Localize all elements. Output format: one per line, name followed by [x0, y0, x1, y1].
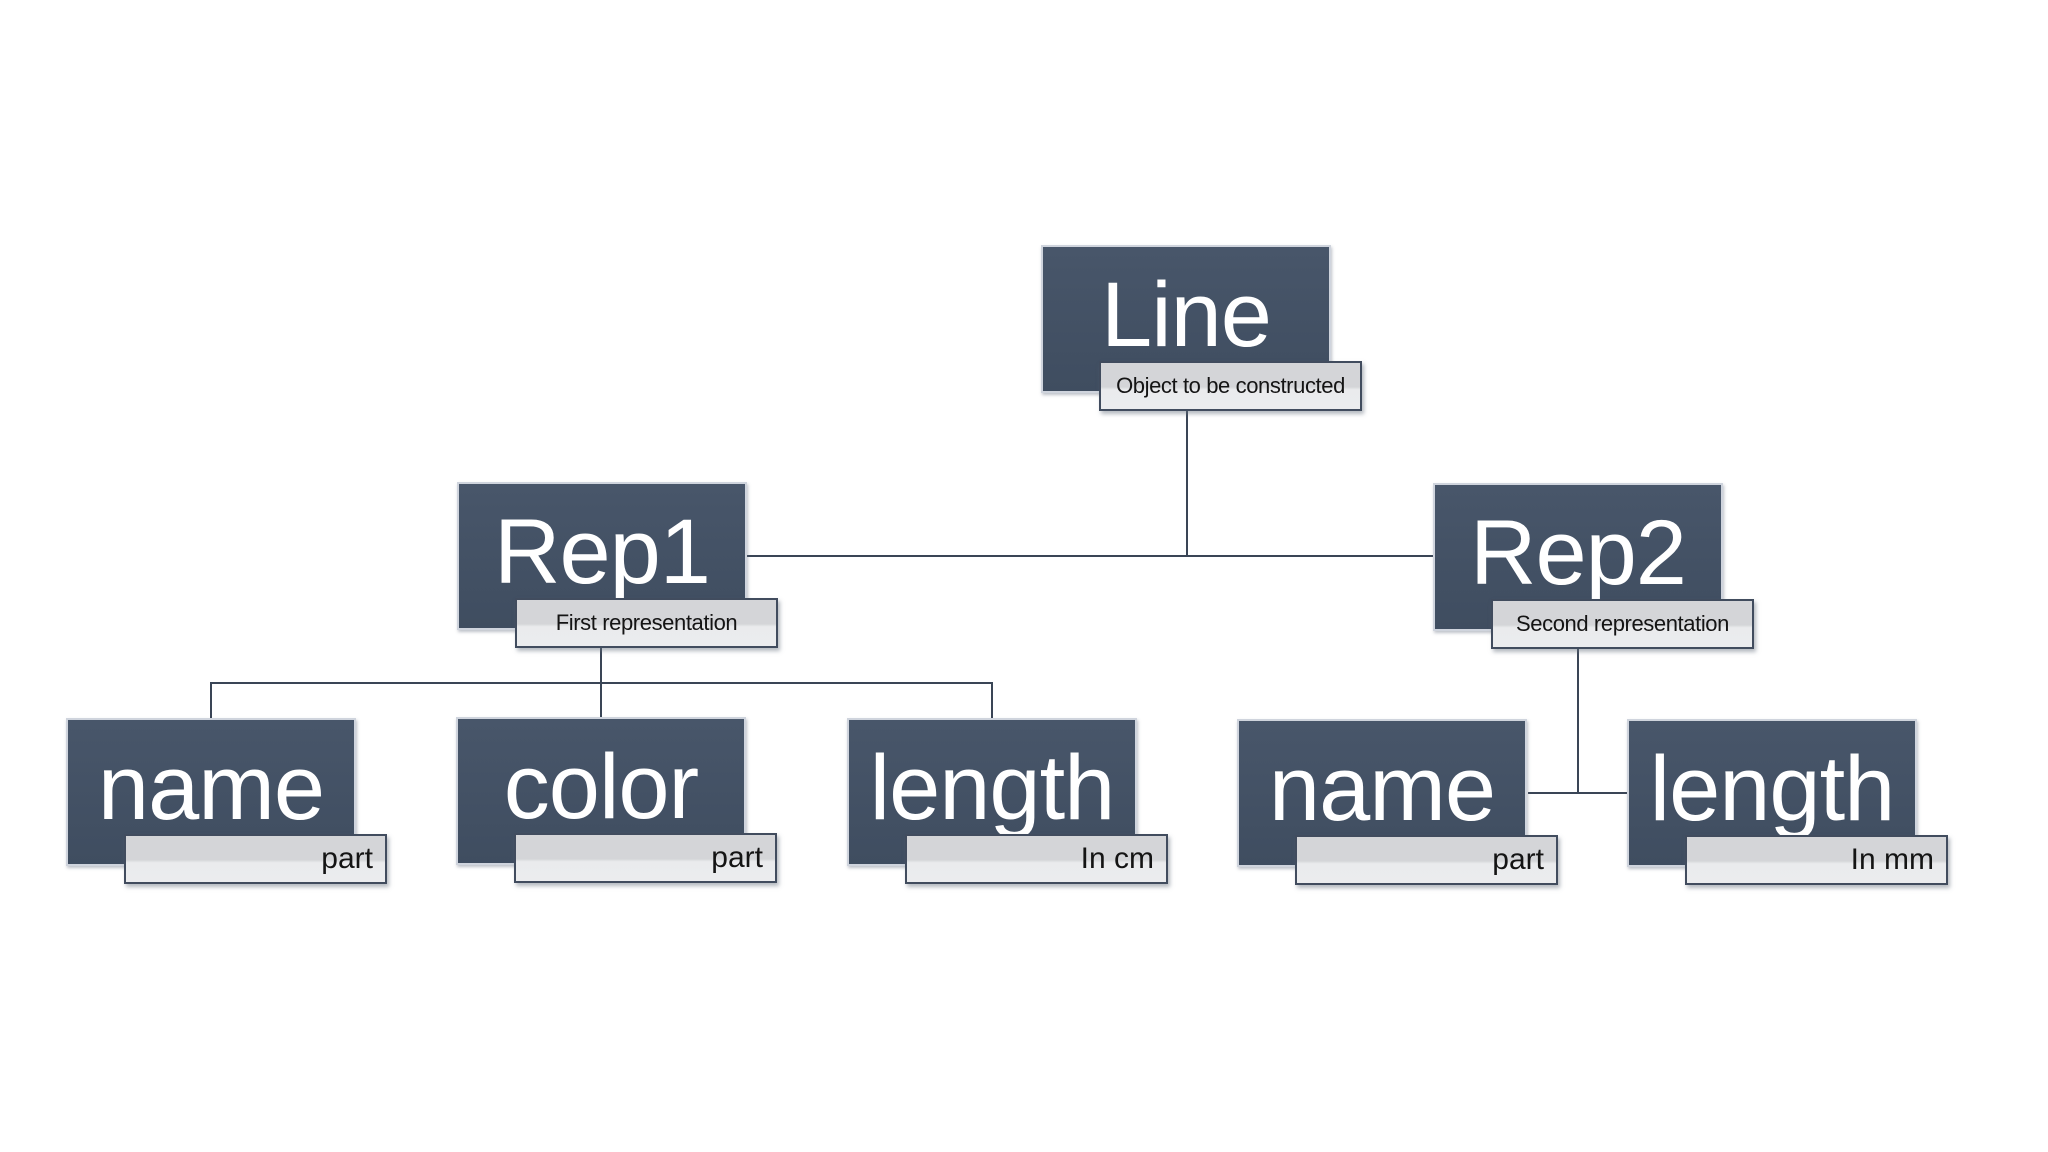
connector-rep1-stem — [600, 645, 602, 718]
connector-rep2-stem — [1577, 645, 1579, 794]
node-name-rep1-title: name — [97, 737, 325, 839]
node-name-rep1: name part — [66, 718, 387, 884]
node-rep1-title: Rep1 — [494, 501, 711, 603]
node-rep2-tag: Second representation — [1491, 599, 1754, 649]
node-name-rep2-tag: part — [1295, 835, 1558, 885]
connector-rep2-children-rail — [1528, 792, 1628, 794]
node-color-rep1-tag: part — [514, 833, 777, 883]
connector-rep1-rep2-rail — [745, 555, 1433, 557]
node-color-rep1: color part — [456, 717, 777, 883]
connector-name1-drop — [210, 682, 212, 718]
node-length-rep1-tag: In cm — [905, 834, 1168, 884]
connector-rep1-children-rail — [210, 682, 993, 684]
node-rep1: Rep1 First representation — [457, 482, 778, 648]
node-length-rep2: length In mm — [1627, 719, 1948, 885]
node-rep2: Rep2 Second representation — [1433, 483, 1754, 649]
node-line-title: Line — [1101, 264, 1272, 366]
node-color-rep1-title: color — [503, 736, 699, 838]
node-line: Line Object to be constructed — [1041, 245, 1362, 411]
node-length-rep2-tag: In mm — [1685, 835, 1948, 885]
node-line-tag: Object to be constructed — [1099, 361, 1362, 411]
node-name-rep1-tag: part — [124, 834, 387, 884]
node-rep2-title: Rep2 — [1470, 502, 1687, 604]
node-length-rep1: length In cm — [847, 718, 1168, 884]
node-length-rep2-title: length — [1649, 738, 1896, 840]
connector-line-stem — [1186, 400, 1188, 556]
node-name-rep2: name part — [1237, 719, 1558, 885]
connector-length1-drop — [991, 682, 993, 718]
node-rep1-tag: First representation — [515, 598, 778, 648]
node-length-rep1-title: length — [869, 737, 1116, 839]
node-name-rep2-title: name — [1268, 738, 1496, 840]
